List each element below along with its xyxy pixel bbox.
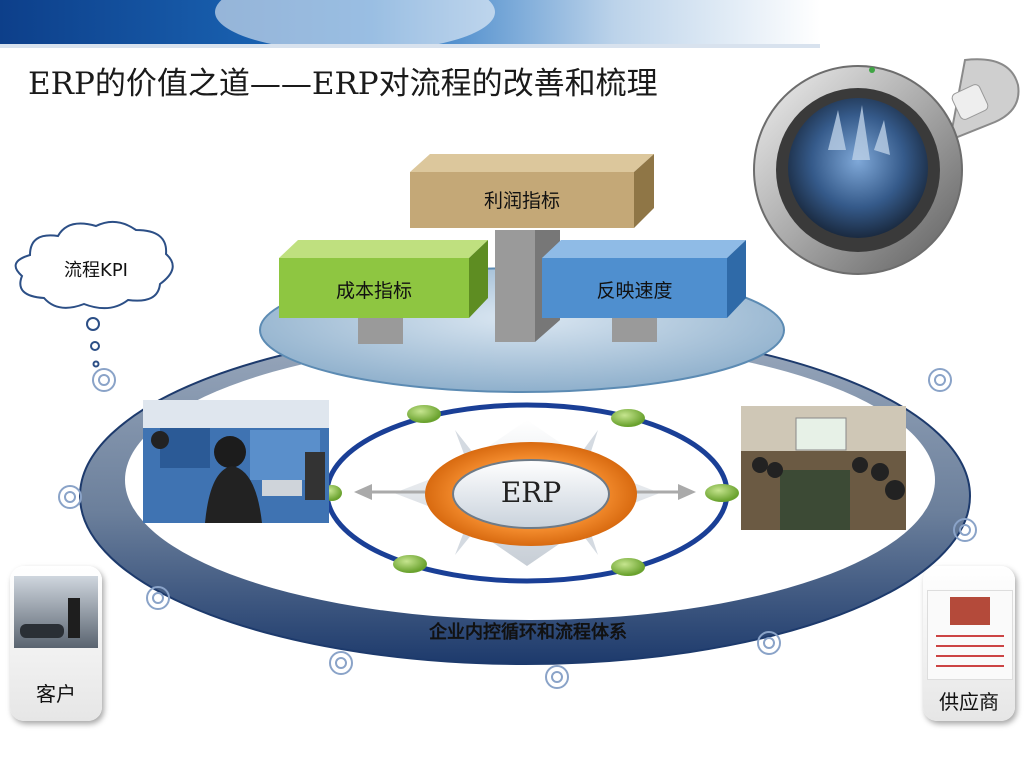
flow-arrows <box>354 484 696 500</box>
speed-metric-box <box>542 240 746 318</box>
supplier-card <box>923 566 1015 721</box>
customer-label: 客户 <box>36 682 76 706</box>
profit-metric-box <box>410 154 654 228</box>
supplier-label: 供应商 <box>939 690 999 714</box>
office-photo <box>143 400 329 523</box>
erp-core <box>425 442 637 546</box>
kpi-cloud <box>14 220 174 368</box>
decorative-circles <box>58 368 977 689</box>
cost-metric-box <box>279 240 488 318</box>
ring-label: 企业内控循环和流程体系 <box>429 622 627 643</box>
supplier-image <box>927 590 1013 680</box>
speed-metric-label: 反映速度 <box>596 280 673 302</box>
page-title: ERP的价值之道——ERP对流程的改善和梳理 <box>28 66 658 102</box>
profit-metric-label: 利润指标 <box>483 190 560 212</box>
top-banner <box>0 0 820 52</box>
customer-card <box>10 566 102 721</box>
customer-image <box>14 576 98 648</box>
meeting-photo <box>741 406 906 530</box>
kpi-label: 流程KPI <box>64 260 128 281</box>
camera-lens-image <box>753 58 1020 275</box>
orbit-nodes <box>322 405 739 576</box>
erp-label: ERP <box>500 476 562 509</box>
cost-metric-label: 成本指标 <box>335 280 412 302</box>
